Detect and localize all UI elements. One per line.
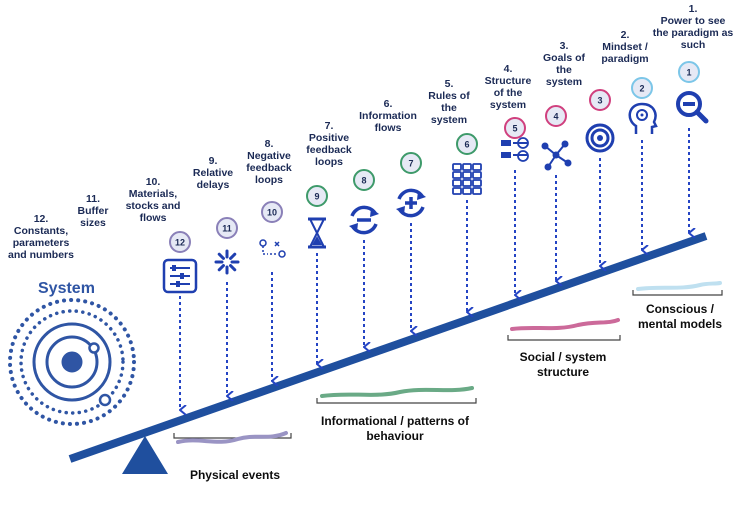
lever-label-12: 12.Constants, parameters and numbers bbox=[8, 213, 74, 261]
lever-badge-number-7: 7 bbox=[408, 159, 413, 169]
social-bracket bbox=[507, 318, 621, 341]
lever-label-6: 6.Information flows bbox=[359, 98, 417, 134]
lever-badge-11: 11 bbox=[216, 217, 238, 239]
minus-loop-icon bbox=[349, 205, 379, 235]
informational-bracket bbox=[316, 386, 477, 404]
lever-badge-number-2: 2 bbox=[639, 84, 644, 94]
lever-badge-number-4: 4 bbox=[553, 112, 558, 122]
lever-label-8: 8.Negative feedback loops bbox=[246, 138, 292, 186]
lever-label-3: 3.Goals of the system bbox=[542, 40, 585, 88]
system-orbit-icon bbox=[8, 298, 136, 426]
category-informational: Informational / patterns of behaviour bbox=[320, 414, 469, 443]
head-mind-icon bbox=[628, 102, 658, 134]
lever-badge-2: 2 bbox=[631, 77, 653, 99]
hourglass-icon bbox=[308, 217, 326, 249]
lever-badge-6: 6 bbox=[456, 133, 478, 155]
lever-badge-number-6: 6 bbox=[464, 140, 469, 150]
target-icon bbox=[585, 123, 615, 153]
buffer-icon bbox=[214, 249, 240, 275]
lever-badge-number-1: 1 bbox=[686, 68, 691, 78]
category-conscious: Conscious / mental models bbox=[637, 302, 723, 331]
lever-label-7: 7.Positive feedback loops bbox=[306, 120, 352, 168]
lever-label-9: 9.Relative delays bbox=[192, 155, 234, 191]
lever-label-1: 1.Power to see the paradigm as such bbox=[652, 3, 734, 51]
lever-badge-number-8: 8 bbox=[361, 176, 366, 186]
lever-badge-7: 7 bbox=[400, 152, 422, 174]
lever-badge-10: 10 bbox=[261, 201, 283, 223]
lever-label-4: 4.Structure of the system bbox=[484, 63, 532, 111]
lever-label-10: 10.Materials, stocks and flows bbox=[125, 176, 181, 224]
system-title: System bbox=[38, 280, 95, 297]
network-icon bbox=[541, 140, 572, 171]
category-social: Social / system structure bbox=[519, 350, 607, 379]
lever-badge-number-9: 9 bbox=[314, 192, 319, 202]
lever-badge-number-10: 10 bbox=[267, 208, 277, 218]
conscious-bracket bbox=[632, 281, 723, 296]
lever-badge-8: 8 bbox=[353, 169, 375, 191]
lever-badge-5: 5 bbox=[504, 117, 526, 139]
lever-badge-number-3: 3 bbox=[597, 96, 602, 106]
category-physical: Physical events bbox=[189, 468, 281, 482]
grid-icon bbox=[452, 163, 482, 195]
lever-badge-9: 9 bbox=[306, 185, 328, 207]
lever-badge-number-5: 5 bbox=[512, 124, 517, 134]
flows-icon bbox=[259, 239, 286, 258]
lever-badge-4: 4 bbox=[545, 105, 567, 127]
rules-icon bbox=[501, 137, 529, 162]
plus-loop-icon bbox=[396, 188, 426, 218]
lever-badge-12: 12 bbox=[169, 231, 191, 253]
physical-bracket bbox=[173, 431, 292, 444]
lever-badge-number-11: 11 bbox=[222, 224, 232, 234]
lever-badge-1: 1 bbox=[678, 61, 700, 83]
sliders-icon bbox=[162, 258, 198, 294]
lever-badge-number-12: 12 bbox=[175, 238, 185, 248]
lever-label-11: 11.Buffer sizes bbox=[77, 193, 109, 229]
lever-beam bbox=[68, 232, 708, 463]
lever-badge-3: 3 bbox=[589, 89, 611, 111]
fulcrum bbox=[122, 436, 168, 474]
lever-label-2: 2.Mindset / paradigm bbox=[601, 29, 649, 65]
magnifier-icon bbox=[676, 91, 709, 124]
lever-label-5: 5.Rules of the system bbox=[428, 78, 470, 126]
